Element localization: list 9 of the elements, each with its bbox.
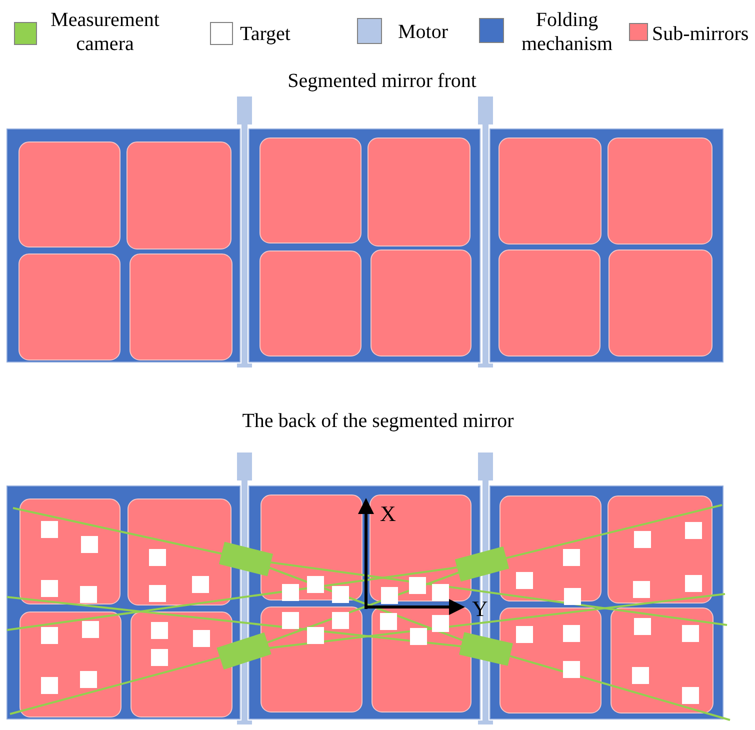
legend-label: Folding mechanism: [520, 8, 614, 56]
legend-label: Sub-mirrors: [652, 22, 749, 46]
panel-heading: Segmented mirror front: [288, 69, 476, 94]
panel-heading: The back of the segmented mirror: [242, 409, 514, 434]
legend-label: Measurement camera: [50, 8, 160, 56]
axis-label: Y: [472, 598, 488, 620]
legend-label: Motor: [398, 20, 448, 44]
legend-label: Target: [240, 22, 290, 46]
axis-label: X: [380, 503, 396, 525]
